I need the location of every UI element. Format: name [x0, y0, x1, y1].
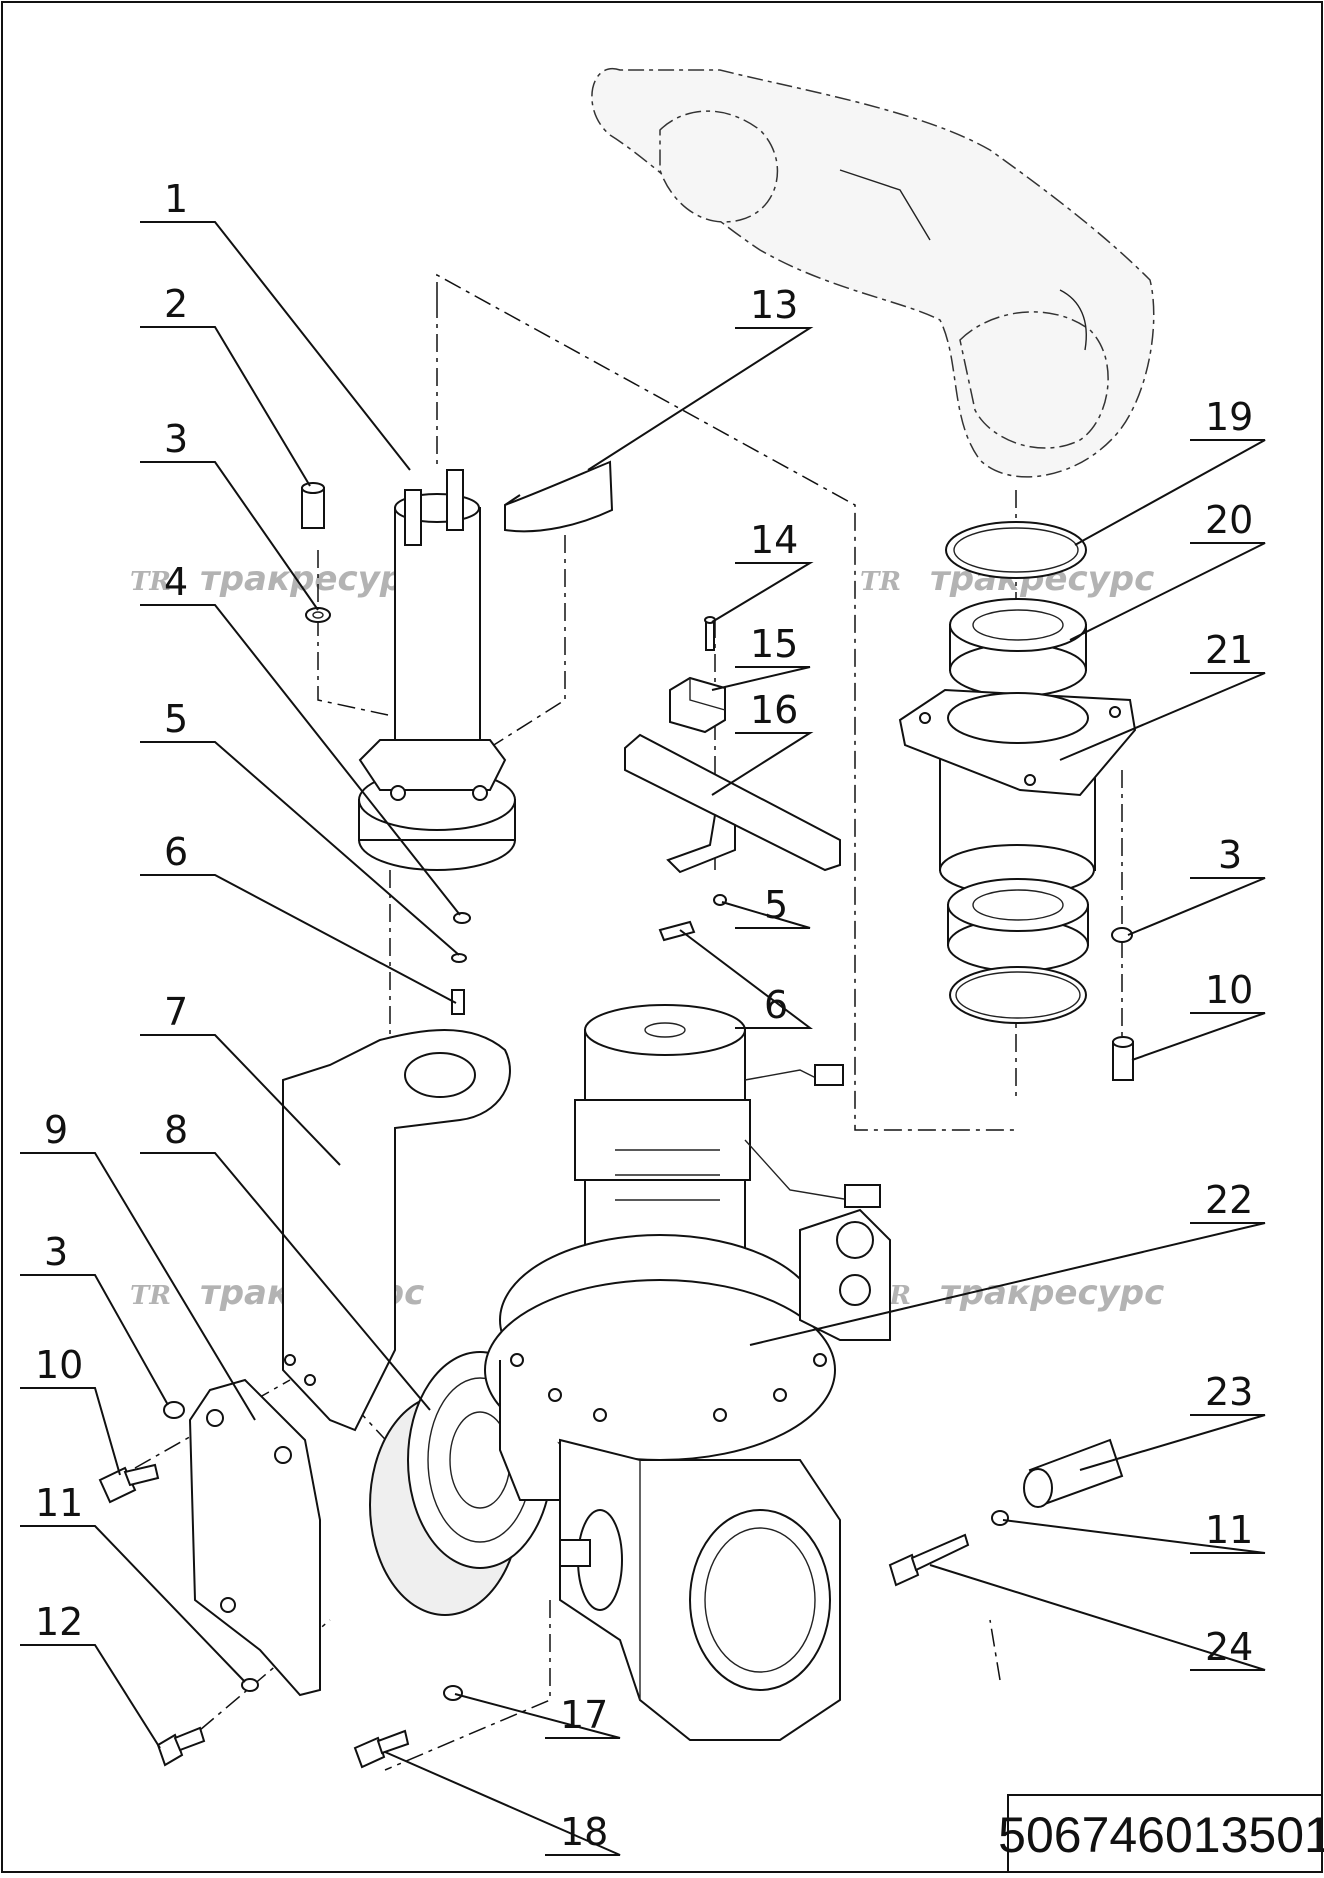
- watermark-logo: TR: [130, 1281, 171, 1311]
- part-22-drive-unit: [484, 1004, 891, 1741]
- label-part-22: 22: [1205, 1178, 1253, 1222]
- part-19-ring-lower: [949, 966, 1087, 1024]
- label-part-16: 16: [750, 688, 798, 732]
- label-part-5-right: 5: [764, 883, 788, 927]
- label-part-10-left: 10: [35, 1343, 83, 1387]
- part-17-washer-bottom: [443, 1685, 463, 1701]
- label-part-14: 14: [750, 518, 798, 562]
- part-4-5-6-fasteners: [451, 912, 471, 1015]
- label-part-9: 9: [44, 1108, 68, 1152]
- part-3-washer-right: [1111, 927, 1133, 943]
- label-part-10-right: 10: [1205, 968, 1253, 1012]
- label-part-1: 1: [164, 177, 188, 221]
- label-part-4: 4: [164, 560, 188, 604]
- label-part-19: 19: [1205, 395, 1253, 439]
- watermark-bottom-right: TR тракресурс: [870, 1273, 1164, 1313]
- part-16-bracket: [624, 733, 841, 874]
- label-part-17: 17: [560, 1693, 608, 1737]
- part-10-screw-right: [1112, 1036, 1134, 1081]
- part-18-screw-bottom: [353, 1729, 410, 1769]
- part-19-circlip: [945, 521, 1087, 579]
- watermark-top-left: TR тракресурс: [130, 559, 424, 599]
- part-21-bearing-housing: [898, 688, 1137, 896]
- label-part-2: 2: [164, 282, 188, 326]
- part-5-6-right-fasteners: [658, 894, 727, 942]
- watermark-logo: TR: [130, 567, 171, 597]
- label-part-3-right: 3: [1218, 833, 1242, 877]
- tiller-handle-ghost: [591, 67, 1155, 478]
- part-11-washer-left: [241, 1678, 259, 1692]
- label-part-23: 23: [1205, 1370, 1253, 1414]
- part-3-washer-left: [163, 1401, 185, 1419]
- label-part-24: 24: [1205, 1625, 1253, 1669]
- part-23-sleeve: [1023, 1438, 1124, 1508]
- leader-lines: [20, 221, 1266, 1856]
- part-2-cap-screw: [301, 482, 325, 529]
- label-part-7: 7: [164, 990, 188, 1034]
- part-10-screw-left: [98, 1463, 160, 1504]
- watermark-logo: TR: [860, 567, 901, 597]
- label-part-6-right: 6: [764, 983, 788, 1027]
- label-part-18: 18: [560, 1810, 608, 1854]
- watermark-text: тракресурс: [200, 559, 424, 599]
- part-7-bracket-plate: [282, 1029, 511, 1432]
- part-13-segment-plate: [504, 460, 614, 533]
- part-24-long-bolt: [888, 1533, 970, 1587]
- label-part-12: 12: [35, 1600, 83, 1644]
- part-9-guard-cover: [188, 1378, 321, 1697]
- watermark-text: тракресурс: [940, 1273, 1164, 1313]
- label-part-6: 6: [164, 830, 188, 874]
- label-part-21: 21: [1205, 628, 1253, 672]
- label-part-20: 20: [1205, 498, 1253, 542]
- part-20-bearing-upper: [949, 598, 1087, 697]
- part-12-screw-left: [156, 1726, 206, 1767]
- label-part-15: 15: [750, 622, 798, 666]
- label-part-11-left: 11: [35, 1481, 83, 1525]
- label-part-3-left: 3: [44, 1230, 68, 1274]
- part-3-washer-top: [305, 607, 331, 623]
- part-15-block: [669, 676, 726, 734]
- part-11-washer-right: [991, 1510, 1009, 1526]
- label-part-8: 8: [164, 1108, 188, 1152]
- label-part-3: 3: [164, 417, 188, 461]
- doc-number-box: 506746013501: [998, 1794, 1324, 1873]
- label-part-11-right: 11: [1205, 1508, 1253, 1552]
- label-part-13: 13: [750, 283, 798, 327]
- part-20-bearing-lower: [947, 878, 1089, 972]
- part-1-column: [358, 469, 516, 871]
- part-labels: 1 2 3 4 5 6 7 8 9 3 10 11 12 13 14 15 16…: [35, 177, 1253, 1854]
- doc-number: 506746013501: [998, 1807, 1324, 1863]
- label-part-5: 5: [164, 697, 188, 741]
